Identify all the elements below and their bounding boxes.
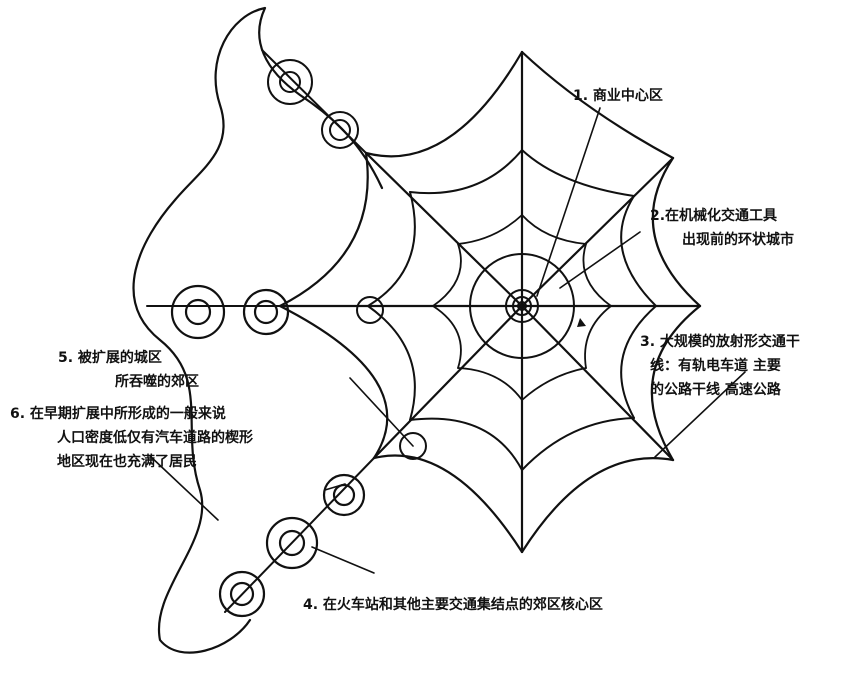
- suburb-node: [170, 284, 226, 340]
- label-3-line1: 3. 大规模的放射形交通干: [640, 334, 800, 350]
- ring-city-circle: [469, 253, 575, 359]
- suburb-node: [356, 296, 384, 324]
- label-2-line1: 2.在机械化交通工具: [650, 208, 778, 224]
- web-arcs-outer: [278, 50, 702, 554]
- suburb-node: [242, 288, 290, 336]
- suburb-node: [322, 473, 366, 517]
- web-arcs-inner: [432, 214, 612, 401]
- business-center: [505, 289, 539, 323]
- suburb-node: [399, 432, 427, 460]
- label-4: 4. 在火车站和其他主要交通集结点的郊区核心区: [303, 597, 603, 613]
- label-6-line3: 地区现在也充满了居民: [57, 454, 197, 470]
- label-6-line1: 6. 在早期扩展中所形成的一般来说: [10, 406, 226, 422]
- label-5-line2: 所吞噬的郊区: [115, 374, 199, 390]
- web-arcs-middle: [367, 149, 657, 471]
- label-2-line2: 出现前的环状城市: [682, 232, 794, 248]
- suburb-node: [321, 111, 359, 149]
- suburb-node: [218, 570, 266, 618]
- label-1: 1. 商业中心区: [573, 88, 663, 104]
- suburb-node: [267, 59, 313, 105]
- suburb-outline: [132, 6, 384, 654]
- label-3-line2: 线：有轨电车道 主要: [650, 358, 781, 374]
- label-5-line1: 5. 被扩展的城区: [58, 350, 162, 366]
- suburb-node: [265, 516, 319, 570]
- label-3-line3: 的公路干线 高速公路: [650, 382, 781, 398]
- radial-lines: [278, 50, 702, 554]
- leader-lines: [149, 107, 746, 574]
- label-6-line2: 人口密度低仅有汽车道路的楔形: [57, 430, 253, 446]
- pointer-mark: [577, 318, 586, 327]
